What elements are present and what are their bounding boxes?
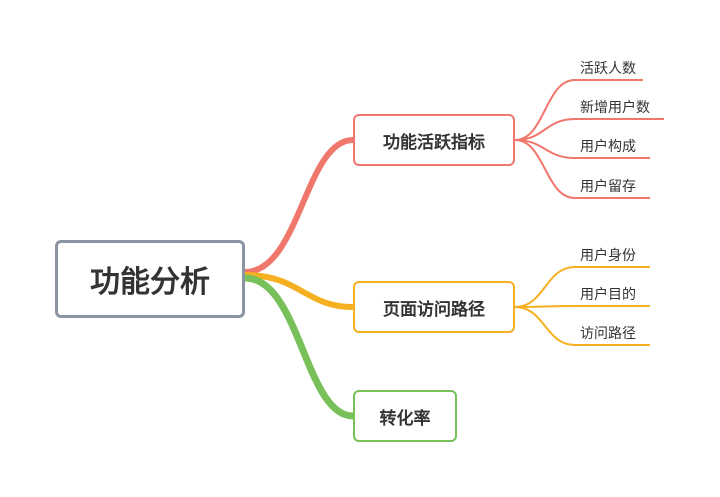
leaf-user-identity[interactable]: 用户身份 xyxy=(580,248,636,264)
leaf-user-retention[interactable]: 用户留存 xyxy=(580,179,636,195)
branch-node-page-visit-path[interactable]: 页面访问路径 xyxy=(353,281,515,333)
connector-branch-1-leaf-4 xyxy=(514,139,650,199)
leaf-user-purpose[interactable]: 用户目的 xyxy=(580,287,636,303)
leaf-user-composition[interactable]: 用户构成 xyxy=(580,139,636,155)
leaf-active-users[interactable]: 活跃人数 xyxy=(580,61,636,77)
leaf-new-users[interactable]: 新增用户数 xyxy=(580,100,650,116)
leaf-visit-path[interactable]: 访问路径 xyxy=(580,326,636,342)
connector-root-branch-3 xyxy=(241,274,357,420)
connector-root-branch-1 xyxy=(242,137,356,275)
connector-branch-2-leaf-2 xyxy=(514,305,650,308)
connector-branch-1-leaf-3 xyxy=(514,139,650,159)
connector-root-branch-2 xyxy=(242,272,356,310)
connector-branch-1-leaf-2 xyxy=(514,118,664,141)
connector-branch-1-leaf-1 xyxy=(514,79,643,141)
connector-branch-2-leaf-1 xyxy=(514,266,650,308)
branch-node-conversion-rate[interactable]: 转化率 xyxy=(353,390,457,442)
root-node[interactable]: 功能分析 xyxy=(55,240,245,318)
connector-branch-2-leaf-3 xyxy=(514,306,650,346)
branch-node-function-activity[interactable]: 功能活跃指标 xyxy=(353,114,515,166)
